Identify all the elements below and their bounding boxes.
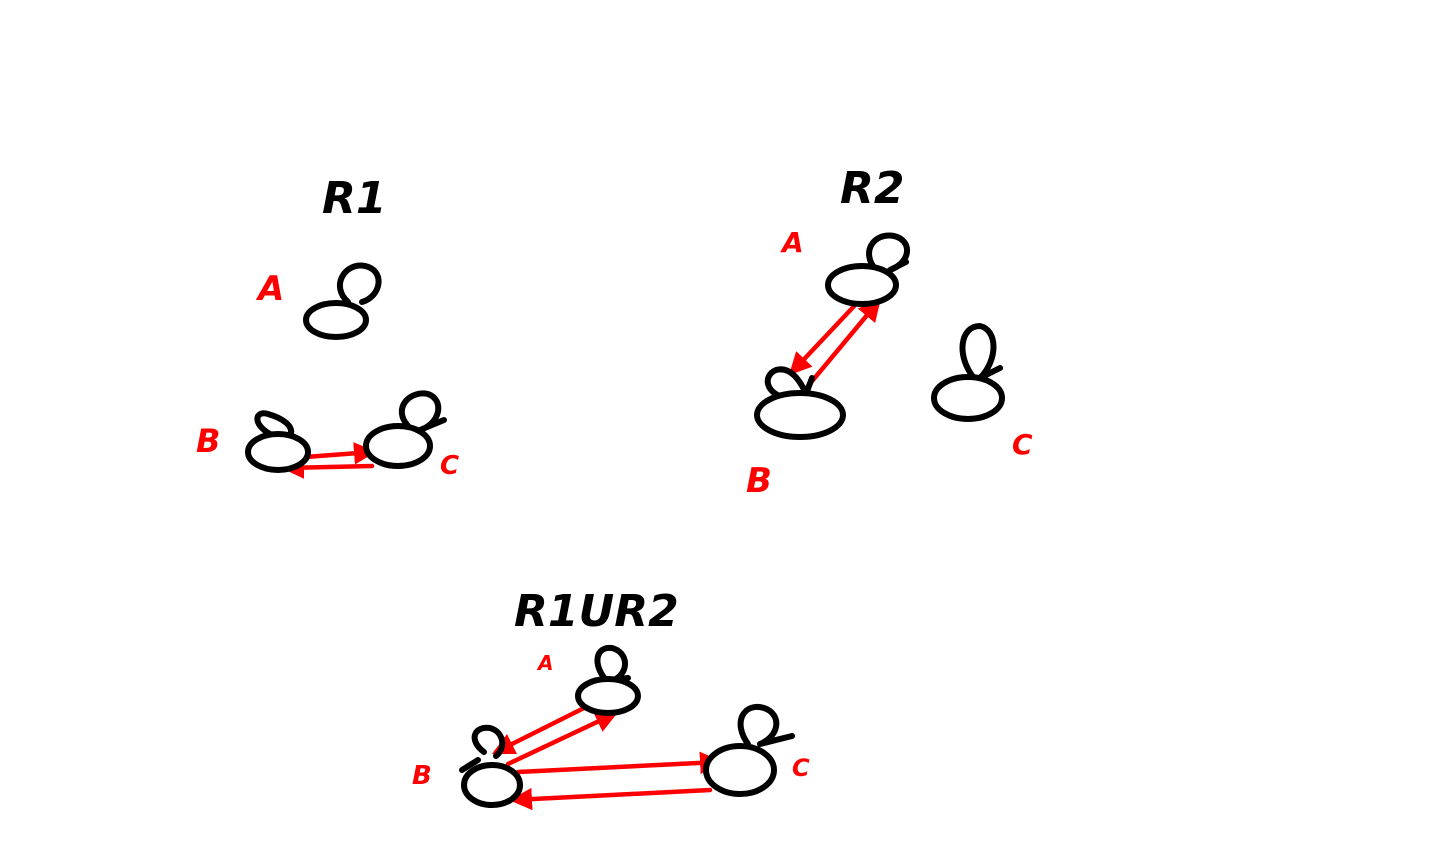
node-label: C	[440, 451, 459, 481]
self-loop	[336, 262, 382, 305]
edge-b-to-c	[515, 751, 723, 775]
node-label: B	[196, 422, 220, 460]
node-label: A	[255, 269, 284, 309]
graph-node-a: A	[536, 644, 641, 716]
self-loop	[459, 724, 506, 773]
edge-a-to-b	[491, 701, 595, 755]
node-circle	[461, 762, 523, 808]
self-loop	[764, 366, 815, 401]
graph-node-c: C	[703, 703, 810, 797]
graph-node-c: C	[363, 390, 459, 481]
self-loop	[959, 323, 1003, 381]
panel-r1: R1 A B C	[196, 173, 459, 481]
node-circle	[931, 374, 1005, 422]
panel-title: R1	[322, 173, 387, 224]
panel-union: R1UR2 A B C	[412, 586, 810, 811]
node-circle	[575, 676, 641, 716]
node-label: B	[746, 461, 772, 501]
node-circle	[754, 390, 846, 440]
self-loop	[398, 390, 447, 433]
graph-node-a: A	[255, 262, 382, 340]
self-loop	[737, 703, 795, 747]
node-label: B	[412, 761, 432, 791]
panel-r2: R2 A B C	[746, 163, 1033, 501]
panel-title: R2	[840, 163, 905, 214]
node-circle	[245, 431, 311, 473]
edge-b-to-a	[805, 298, 881, 389]
node-label: A	[536, 651, 553, 675]
node-circle	[363, 423, 433, 469]
edge-c-to-b	[281, 456, 375, 479]
node-circle	[303, 300, 369, 340]
node-circle	[825, 263, 899, 307]
edge-a-to-b	[788, 299, 861, 376]
node-circle	[703, 743, 777, 797]
self-loop	[594, 644, 631, 683]
graph-edges	[788, 298, 881, 389]
graph-node-c: C	[931, 323, 1033, 461]
node-label: A	[780, 226, 804, 259]
graph-node-b: B	[196, 410, 311, 473]
node-label: C	[792, 754, 810, 782]
self-loop	[254, 410, 295, 439]
graph-node-b: B	[746, 366, 846, 501]
self-loop	[866, 232, 910, 273]
edge-b-to-a	[505, 711, 619, 767]
graph-node-b: B	[412, 724, 523, 808]
graph-edges	[491, 701, 723, 811]
node-label: C	[1012, 428, 1033, 461]
edge-c-to-b	[509, 787, 713, 811]
graph-node-a: A	[780, 226, 910, 307]
panel-title: R1UR2	[514, 586, 679, 637]
